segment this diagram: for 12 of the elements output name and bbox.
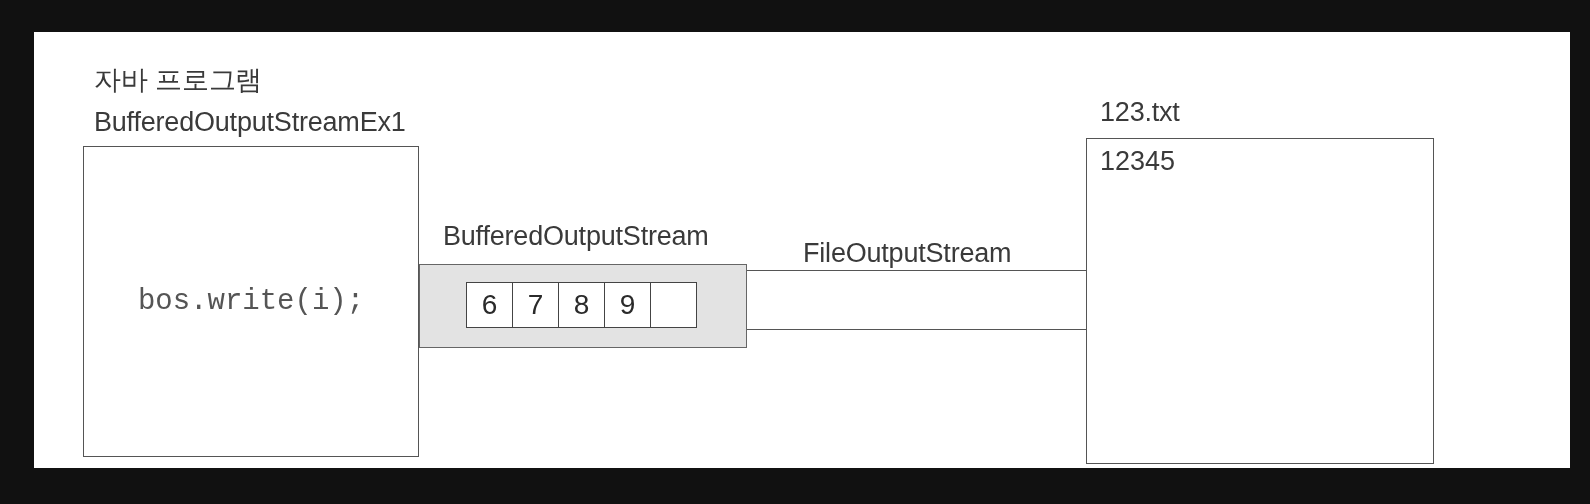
buffer-cell: 7	[512, 282, 559, 328]
pipe-label: FileOutputStream	[803, 237, 1012, 270]
file-name-label: 123.txt	[1100, 96, 1180, 129]
buffer-label: BufferedOutputStream	[443, 220, 709, 253]
program-heading: 자바 프로그램	[94, 64, 264, 97]
file-content-text: 12345	[1100, 145, 1176, 177]
buffer-cell: 6	[466, 282, 513, 328]
buffer-cell: 9	[604, 282, 651, 328]
class-name-label: BufferedOutputStreamEx1	[94, 106, 406, 139]
buffer-cell: 8	[558, 282, 605, 328]
buffer-cell	[650, 282, 697, 328]
code-text: bos.write(i);	[137, 283, 365, 320]
